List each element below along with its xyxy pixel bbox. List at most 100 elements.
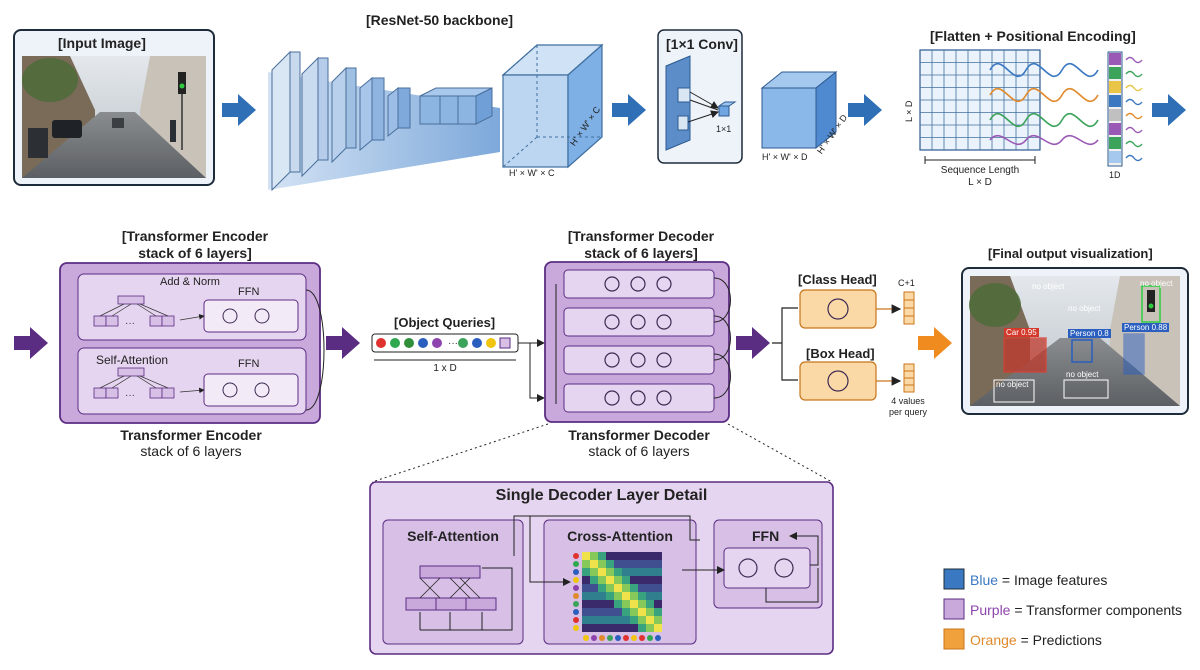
heatmap-cell — [598, 568, 606, 576]
class-head-box — [799, 289, 915, 329]
heatmap-cell — [622, 608, 630, 616]
detail-ffn-title: FFN — [752, 528, 780, 544]
svg-text:···: ··· — [125, 318, 135, 329]
sequence-length-label: Sequence Length — [940, 165, 1020, 176]
heatmap-cell — [598, 592, 606, 600]
encoder-ffn-label-1: FFN — [238, 286, 260, 298]
heatmap-cell — [614, 552, 622, 560]
heatmap-cell — [654, 584, 662, 592]
encoder-ffn-label-2: FFN — [238, 358, 260, 370]
heatmap-cell — [582, 624, 590, 632]
heatmap-cell — [598, 560, 606, 568]
heatmap-cell — [614, 608, 622, 616]
heatmap-cell — [646, 576, 654, 584]
conv-panel — [657, 29, 743, 164]
heatmap-cell — [654, 600, 662, 608]
heatmap-cell — [630, 624, 638, 632]
heatmap-cell — [614, 600, 622, 608]
backbone-title: [ResNet-50 backbone] — [366, 12, 514, 28]
heatmap-cell — [590, 552, 598, 560]
box-head-box — [799, 361, 915, 401]
box-head-output-line1: 4 values — [891, 396, 925, 406]
input-image-title: [Input Image] — [58, 35, 146, 51]
heatmap-cell — [654, 616, 662, 624]
positional-waves — [989, 62, 1099, 146]
heatmap-cell — [630, 600, 638, 608]
detail-self-attention-title: Self-Attention — [407, 528, 499, 544]
box-head-title: [Box Head] — [806, 346, 875, 361]
legend-purple-word: Purple — [970, 602, 1011, 618]
heatmap-col-dot — [607, 635, 613, 641]
detail-panel-title: Single Decoder Layer Detail — [495, 487, 708, 504]
heatmap-cell — [646, 592, 654, 600]
heatmap-cell — [630, 616, 638, 624]
heatmap-col-dot — [591, 635, 597, 641]
encoder-nn-icons — [222, 308, 270, 398]
heatmap-cell — [630, 576, 638, 584]
heatmap-cell — [606, 552, 614, 560]
heatmap-cell — [622, 624, 630, 632]
heatmap-cell — [638, 592, 646, 600]
heatmap-cell — [646, 624, 654, 632]
arrow-backbone-to-conv — [612, 94, 646, 126]
conv-output-cube — [760, 70, 838, 150]
heatmap-cell — [638, 568, 646, 576]
detection-label-person-1: Person 0.8 — [1068, 329, 1111, 338]
decoder-title-bottom-line2: stack of 6 layers — [588, 443, 690, 459]
decoder-title-top-line1: [Transformer Decoder — [567, 228, 715, 244]
arrow-encoder-to-queries — [326, 327, 360, 359]
final-output-title: [Final output visualization] — [988, 246, 1153, 261]
heatmap-cell — [638, 608, 646, 616]
heatmap-cell — [598, 576, 606, 584]
no-object-label-1: no object — [1032, 282, 1065, 291]
heatmap-cell — [582, 584, 590, 592]
attention-heatmap — [573, 552, 662, 641]
heatmap-cell — [630, 592, 638, 600]
class-head-output-label: C+1 — [898, 278, 915, 288]
heatmap-cell — [590, 616, 598, 624]
heatmap-cell — [630, 552, 638, 560]
heatmap-cell — [654, 552, 662, 560]
heatmap-cell — [582, 592, 590, 600]
heatmap-col-dot — [647, 635, 653, 641]
arrow-into-encoder — [14, 327, 48, 359]
heatmap-cell — [606, 616, 614, 624]
legend-orange-word: Orange — [970, 632, 1017, 648]
conv-title: [1×1 Conv] — [666, 36, 738, 52]
detection-label-person-2: Person 0.88 — [1122, 323, 1170, 332]
heatmap-cell — [638, 616, 646, 624]
heatmap-cell — [582, 608, 590, 616]
heatmap-cell — [654, 592, 662, 600]
heatmap-cell — [654, 576, 662, 584]
heatmap-cell — [622, 552, 630, 560]
heatmap-cell — [622, 592, 630, 600]
heatmap-cell — [646, 552, 654, 560]
encoder-title-bottom-line2: stack of 6 layers — [140, 443, 242, 459]
heatmap-cell — [614, 616, 622, 624]
heatmap-cell — [606, 576, 614, 584]
decoder-detail-panel — [369, 481, 834, 655]
heatmap-cell — [582, 576, 590, 584]
heatmap-cell — [646, 568, 654, 576]
heatmap-cell — [582, 568, 590, 576]
heatmap-cell — [582, 600, 590, 608]
heatmap-cell — [614, 568, 622, 576]
heatmap-col-dot — [655, 635, 661, 641]
heatmap-cell — [582, 560, 590, 568]
heatmap-col-dot — [615, 635, 621, 641]
conv-output-front-dims: H' × W' × D — [762, 152, 808, 162]
heatmap-cell — [638, 560, 646, 568]
heatmap-col-dot — [599, 635, 605, 641]
arrow-decoder-to-heads — [736, 327, 770, 359]
heatmap-cell — [630, 560, 638, 568]
class-head-title: [Class Head] — [798, 272, 877, 287]
no-object-label-4: no object — [996, 380, 1029, 389]
heatmap-row-dot — [573, 561, 579, 567]
legend-purple-text: = Transformer components — [1010, 602, 1183, 618]
heatmap-cell — [646, 616, 654, 624]
heatmap-cell — [590, 600, 598, 608]
box-head-output-line2: per query — [888, 407, 928, 417]
heatmap-cell — [638, 584, 646, 592]
heatmap-cell — [598, 552, 606, 560]
object-queries-title: [Object Queries] — [394, 315, 496, 330]
